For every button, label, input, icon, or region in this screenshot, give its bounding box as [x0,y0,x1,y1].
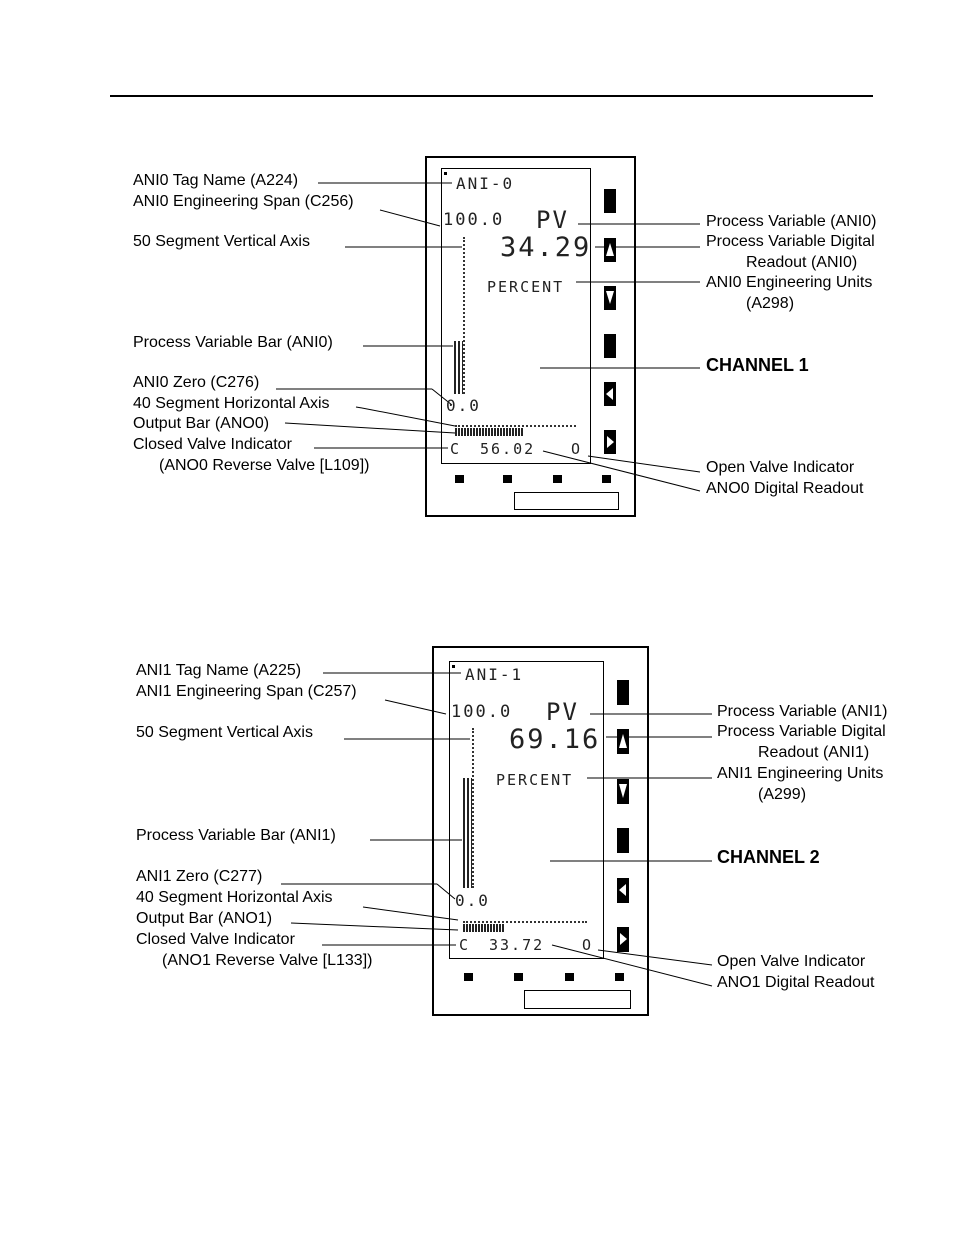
label-slot [514,492,619,510]
controller-faceplate [432,646,649,1016]
up-arrow-key[interactable] [604,238,616,262]
closed-valve-label: Closed Valve Indicator [136,931,295,948]
bottom-key-3[interactable] [553,475,562,483]
bottom-key-1[interactable] [464,973,473,981]
controller-faceplate [425,156,636,517]
lcd-closed-valve: C [459,936,471,954]
ano-readout-label: ANO1 Digital Readout [717,974,875,991]
lcd-eng-units: PERCENT [487,278,565,296]
lcd-screen [449,661,604,959]
eng-span-label: ANI1 Engineering Span (C257) [136,683,357,700]
pv-bar [454,341,463,394]
faceplate-key-4[interactable] [604,334,616,358]
lcd-zero: 0.0 [455,891,490,910]
pv-bar [463,778,472,888]
lcd-eng-units: PERCENT [496,771,574,789]
channel-heading: CHANNEL 1 [706,355,809,375]
faceplate-key-4[interactable] [617,828,629,853]
pv-digital-label-line2: Readout (ANI0) [746,254,858,271]
lcd-pv-readout: 34.29 [500,232,592,263]
eng-units-label-line1: ANI0 Engineering Units [706,274,873,291]
pv-digital-label-line1: Process Variable Digital [706,233,875,250]
left-arrow-icon [606,388,613,400]
left-arrow-icon [619,884,626,896]
horizontal-axis [455,422,576,427]
faceplate-key-1[interactable] [604,189,616,213]
pv-bar-label: Process Variable Bar (ANI1) [136,827,336,844]
lcd-output-readout: 33.72 [489,936,545,954]
channel-heading: CHANNEL 2 [717,847,820,867]
output-bar-label: Output Bar (ANO0) [133,415,270,432]
right-arrow-key[interactable] [604,430,616,454]
left-arrow-key[interactable] [617,878,629,903]
horizontal-axis-label: 40 Segment Horizontal Axis [136,889,333,906]
bottom-key-2[interactable] [514,973,523,981]
lcd-closed-valve: C [450,440,462,458]
lcd-corner-dot [452,665,455,668]
lcd-tag-name: ANI-0 [456,174,515,193]
lcd-output-readout: 56.02 [480,440,536,458]
channel-2-diagram: ANI1 Tag Name (A225) ANI1 Engineering Sp… [0,640,954,1040]
right-arrow-icon [607,436,614,448]
reverse-valve-label: (ANO1 Reverse Valve [L133]) [162,952,373,969]
pv-digital-label-line2: Readout (ANI1) [758,744,870,761]
zero-label: ANI0 Zero (C276) [133,374,260,391]
bottom-key-1[interactable] [455,475,464,483]
right-arrow-icon [620,933,627,945]
down-arrow-icon [606,291,614,304]
ano-readout-label: ANO0 Digital Readout [706,480,864,497]
output-bar [463,924,505,932]
bottom-key-3[interactable] [565,973,574,981]
reverse-valve-label: (ANO0 Reverse Valve [L109]) [159,457,370,474]
output-bar-label: Output Bar (ANO1) [136,910,273,927]
process-variable-label: Process Variable (ANI0) [706,213,877,230]
lcd-screen [441,168,591,464]
horizontal-axis [463,918,587,923]
open-valve-label: Open Valve Indicator [717,953,866,970]
lcd-open-valve: O [571,440,583,458]
lcd-tag-name: ANI-1 [465,665,524,684]
open-valve-label: Open Valve Indicator [706,459,855,476]
down-arrow-key[interactable] [617,779,629,804]
vertical-axis-label: 50 Segment Vertical Axis [133,233,310,250]
bottom-key-4[interactable] [602,475,611,483]
horizontal-axis-label: 40 Segment Horizontal Axis [133,395,330,412]
label-slot [524,990,631,1009]
down-arrow-key[interactable] [604,286,616,310]
lcd-eng-span: 100.0 [443,210,505,230]
vertical-axis [463,237,469,394]
pv-digital-label-line1: Process Variable Digital [717,723,886,740]
lcd-pv-label: PV [536,206,569,234]
bottom-key-4[interactable] [615,973,624,981]
pv-bar-label: Process Variable Bar (ANI0) [133,334,333,351]
vertical-axis [472,728,478,888]
output-bar [455,428,523,436]
zero-label: ANI1 Zero (C277) [136,868,263,885]
tag-name-label: ANI1 Tag Name (A225) [136,662,302,679]
eng-units-label-line2: (A299) [758,786,807,803]
lcd-pv-label: PV [546,698,579,726]
process-variable-label: Process Variable (ANI1) [717,703,888,720]
right-arrow-key[interactable] [617,927,629,952]
lcd-eng-span: 100.0 [451,702,513,722]
eng-units-label-line2: (A298) [746,295,795,312]
down-arrow-icon [619,784,627,798]
lcd-zero: 0.0 [446,396,481,415]
eng-span-label: ANI0 Engineering Span (C256) [133,193,354,210]
faceplate-key-1[interactable] [617,680,629,705]
bottom-key-2[interactable] [503,475,512,483]
up-arrow-icon [606,243,614,256]
lcd-open-valve: O [582,936,594,954]
eng-units-label-line1: ANI1 Engineering Units [717,765,884,782]
lcd-corner-dot [444,172,447,175]
tag-name-label: ANI0 Tag Name (A224) [133,172,299,189]
closed-valve-label: Closed Valve Indicator [133,436,292,453]
left-arrow-key[interactable] [604,382,616,406]
header-rule [110,95,873,97]
lcd-pv-readout: 69.16 [509,724,601,755]
channel-1-diagram: ANI0 Tag Name (A224) ANI0 Engineering Sp… [0,150,954,550]
up-arrow-icon [619,734,627,748]
vertical-axis-label: 50 Segment Vertical Axis [136,724,313,741]
up-arrow-key[interactable] [617,729,629,754]
